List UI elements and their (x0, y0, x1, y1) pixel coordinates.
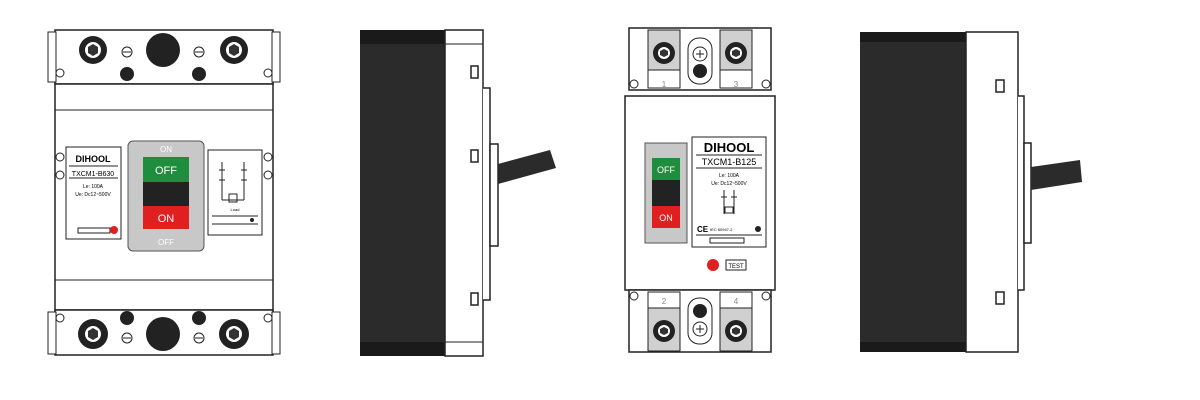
breaker-3p-side-view (360, 29, 556, 357)
side-body-dark-3p (360, 30, 445, 356)
breaker-2p-front-view: 1 3 OFF ON DIHOOL TXCM1-B125 Le: 100A Ue… (624, 27, 776, 353)
model-label-3p: TXCM1-B630 (72, 171, 115, 178)
off-indicator-3p (143, 157, 189, 182)
side-cover-2p (965, 31, 1019, 353)
top-left-flange (47, 31, 57, 83)
wiring-diagram-3p (219, 162, 247, 203)
rating-label-3p: Le: 100A (83, 184, 104, 190)
ce-mark-2p: CE (697, 225, 709, 234)
test-label-2p: TEST (728, 264, 744, 270)
side-cover-3p (444, 29, 484, 357)
test-button-3p[interactable] (110, 226, 118, 234)
brand-logo-3p: DIHOOL (76, 154, 112, 164)
diagram-caption-3p: Load (231, 207, 240, 212)
nameplate-3p (65, 146, 122, 240)
wiring-diagram-2p (721, 190, 737, 214)
off-indicator-label-2p: OFF (657, 165, 675, 175)
on-indicator-3p (143, 206, 189, 229)
breaker-3p-front-view: DIHOOL TXCM1-B630 Le: 100A Ue: Dc12~500V… (47, 29, 281, 356)
handle-lever-2p[interactable] (652, 180, 680, 206)
voltage-label-3p: Ue: Dc12~500V (75, 192, 111, 198)
terminal-number-4: 4 (734, 297, 739, 306)
on-indicator-label-3p: ON (158, 213, 175, 225)
brand-logo-2p: DIHOOL (704, 140, 755, 155)
off-indicator-label-3p: OFF (155, 165, 177, 177)
voltage-label-2p: Ue: Dc12~500V (711, 181, 747, 187)
terminal-number-1: 1 (662, 80, 667, 89)
test-slot-3p (77, 227, 111, 234)
bottom-terminal-screws (55, 311, 273, 351)
top-right-flange (271, 31, 281, 83)
rating-label-2p: Le: 100A (719, 173, 740, 179)
on-indicator-2p (652, 206, 680, 228)
standard-label-2p: IEC 60947-2 (710, 227, 733, 232)
breaker-2p-side-view (860, 31, 1082, 353)
model-label-2p: TXCM1-B125 (702, 157, 757, 167)
terminal-number-2: 2 (662, 297, 667, 306)
handle-guard-3p-side (489, 143, 499, 247)
wiring-diagram-plate-3p (207, 149, 263, 236)
handle-lever-3p-side[interactable] (498, 150, 556, 184)
top-terminal-screws (55, 33, 273, 81)
handle-top-label-3p: ON (160, 145, 172, 154)
side-body-dark-2p (860, 32, 966, 352)
test-label-box-2p (725, 259, 747, 271)
terminal-number-3: 3 (734, 80, 739, 89)
off-indicator-2p (652, 158, 680, 180)
handle-lever-2p-side[interactable] (1031, 160, 1082, 190)
handle-bottom-label-3p: OFF (158, 238, 174, 247)
handle-guard-2p-side (1023, 142, 1032, 244)
handle-lever-3p[interactable] (143, 182, 189, 206)
test-button-2p[interactable] (707, 259, 719, 271)
on-indicator-label-2p: ON (659, 213, 673, 223)
